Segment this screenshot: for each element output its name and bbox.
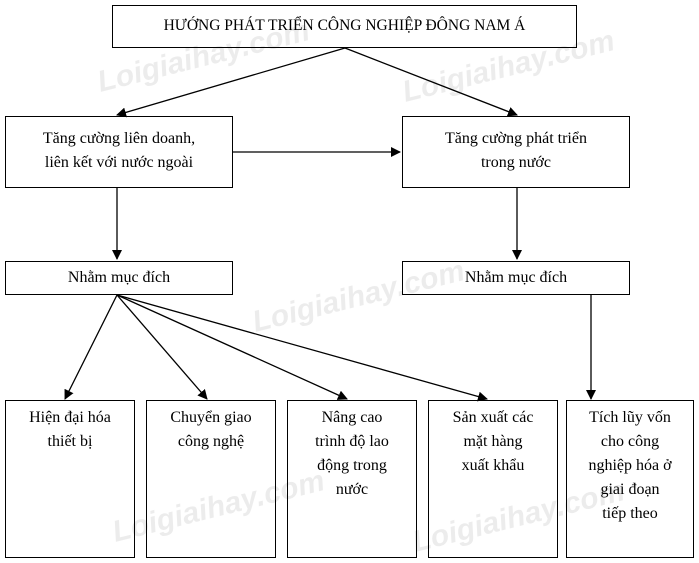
node-text-line: Hiện đại hóa	[29, 409, 111, 426]
node-text-line: Tích lũy vốn	[589, 409, 671, 426]
node-text-line: nghiệp hóa ở	[588, 457, 672, 474]
node-text-line: Nhằm mục đích	[464, 269, 568, 286]
node-text-line: động trong	[317, 457, 387, 474]
node-text-line: trong nước	[480, 154, 551, 171]
node-text-line: công nghệ	[177, 433, 245, 450]
node-text-line: giai đoạn	[600, 481, 660, 498]
arrow-title-to-right	[344, 47, 518, 117]
node-text-line: trình độ lao	[315, 433, 389, 450]
arrow-purpose-to-outcome-1	[64, 294, 118, 400]
node-outcome-1: Hiện đại hóa thiết bị	[5, 400, 135, 558]
arrow-purpose-to-outcome-2	[116, 294, 208, 400]
arrow-purpose-to-outcome-3	[116, 294, 348, 400]
node-text-line: nước	[335, 481, 369, 498]
node-outcome-4: Sản xuất các mặt hàng xuất khẩu	[428, 400, 558, 558]
arrow-title-to-left	[116, 47, 346, 118]
node-text-line: Tăng cường liên doanh,	[42, 130, 196, 147]
node-text-line: Nhằm mục đích	[67, 269, 171, 286]
node-text-line: mặt hàng	[463, 433, 523, 450]
node-text-line: tiếp theo	[602, 505, 658, 522]
node-text-line: cho công	[600, 433, 660, 450]
node-text-line: liên kết với nước ngoài	[44, 154, 194, 171]
node-text-line: Sản xuất các	[452, 409, 534, 426]
node-outcome-3: Nâng cao trình độ lao động trong nước	[287, 400, 417, 558]
node-left-purpose: Nhằm mục đích	[5, 261, 233, 295]
node-text-line: Tăng cường phát triển	[445, 130, 587, 147]
node-text-line: Nâng cao	[321, 409, 383, 426]
node-domestic-development: Tăng cường phát triển trong nước	[402, 116, 630, 188]
node-outcome-5: Tích lũy vốn cho công nghiệp hóa ở giai …	[566, 400, 694, 558]
node-text-line: Chuyển giao	[170, 409, 252, 426]
node-foreign-cooperation: Tăng cường liên doanh, liên kết với nước…	[5, 116, 233, 188]
node-text-line: xuất khẩu	[461, 457, 525, 474]
node-right-purpose: Nhằm mục đích	[402, 261, 630, 295]
diagram-title-text: HƯỚNG PHÁT TRIỂN CÔNG NGHIỆP ĐÔNG NAM Á	[163, 17, 526, 34]
node-text-line: thiết bị	[47, 433, 93, 450]
node-outcome-2: Chuyển giao công nghệ	[146, 400, 276, 558]
arrow-purpose-to-outcome-4	[116, 294, 488, 402]
diagram-title: HƯỚNG PHÁT TRIỂN CÔNG NGHIỆP ĐÔNG NAM Á	[112, 5, 577, 48]
